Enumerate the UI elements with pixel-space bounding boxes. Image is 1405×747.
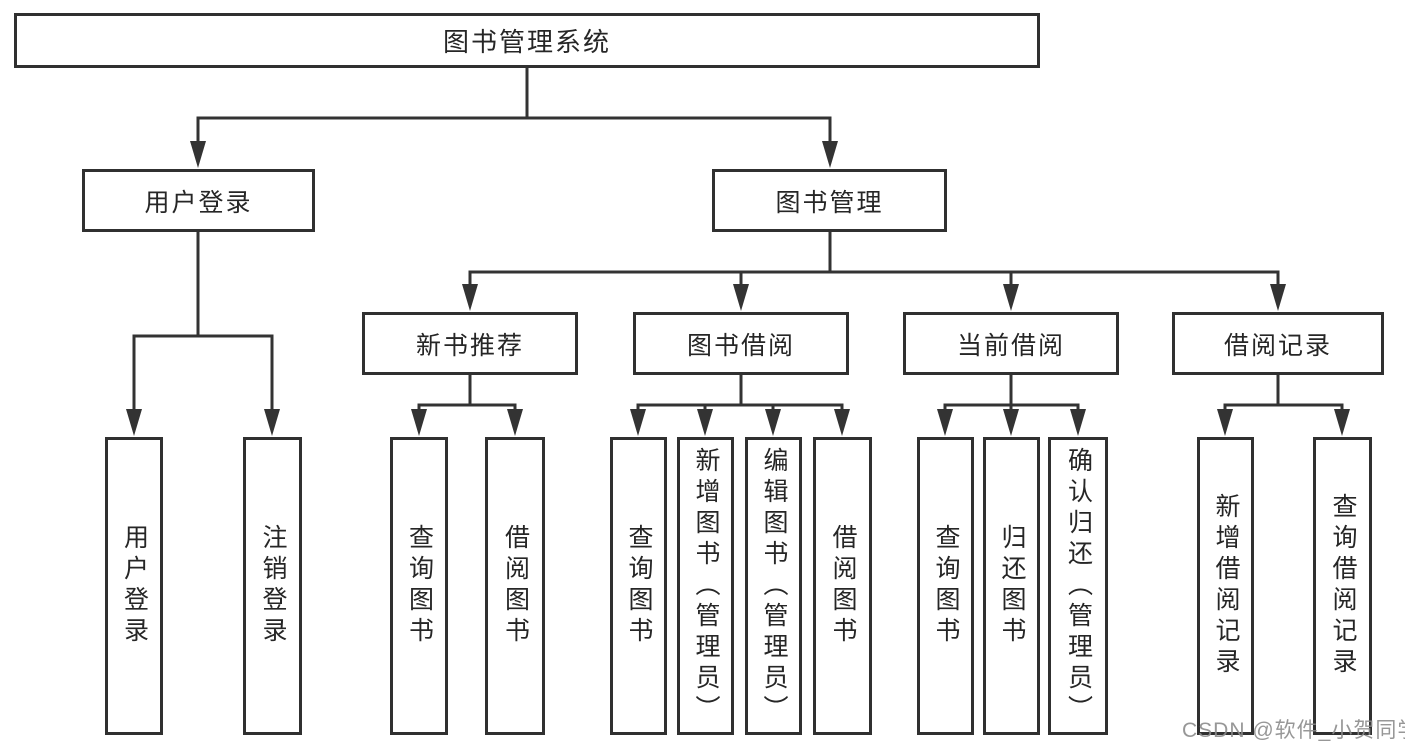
- arrowhead-icon: [733, 284, 749, 311]
- arrowhead-icon: [1003, 284, 1019, 311]
- arrowhead-icon: [834, 409, 850, 436]
- leaf-confirm-return-admin: 确认归还（管理员）: [1048, 437, 1108, 735]
- leaf-return-book: 归还图书: [983, 437, 1040, 735]
- arrowhead-icon: [630, 409, 646, 436]
- edge-new-book-recommend-to-leaves: [411, 375, 523, 436]
- node-borrow-records: 借阅记录: [1172, 312, 1384, 375]
- arrowhead-icon: [1003, 409, 1019, 436]
- node-book-management: 图书管理: [712, 169, 947, 232]
- arrowhead-icon: [507, 409, 523, 436]
- node-root-system: 图书管理系统: [14, 13, 1040, 68]
- leaf-query-borrow-record: 查询借阅记录: [1313, 437, 1372, 735]
- leaf-query-book-borrow: 查询图书: [610, 437, 667, 735]
- arrowhead-icon: [190, 141, 206, 168]
- edge-current-borrow-to-leaves: [937, 375, 1086, 436]
- leaf-add-book-admin: 新增图书（管理员）: [677, 437, 734, 735]
- leaf-user-login: 用户登录: [105, 437, 163, 735]
- arrowhead-icon: [765, 409, 781, 436]
- arrowhead-icon: [1334, 409, 1350, 436]
- arrowhead-icon: [1270, 284, 1286, 311]
- leaf-query-book-recommend: 查询图书: [390, 437, 448, 735]
- arrowhead-icon: [1217, 409, 1233, 436]
- leaf-logout: 注销登录: [243, 437, 302, 735]
- arrowhead-icon: [1070, 409, 1086, 436]
- node-user-login: 用户登录: [82, 169, 315, 232]
- arrowhead-icon: [937, 409, 953, 436]
- node-current-borrow: 当前借阅: [903, 312, 1119, 375]
- node-new-book-recommend: 新书推荐: [362, 312, 578, 375]
- csdn-watermark: CSDN @软件_小贺同学: [1182, 719, 1405, 742]
- node-book-borrow: 图书借阅: [633, 312, 849, 375]
- arrowhead-icon: [264, 409, 280, 436]
- leaf-edit-book-admin: 编辑图书（管理员）: [745, 437, 802, 735]
- arrowhead-icon: [462, 284, 478, 311]
- arrowhead-icon: [697, 409, 713, 436]
- leaf-query-book-current: 查询图书: [917, 437, 974, 735]
- edge-user-login-to-leaves: [126, 232, 280, 436]
- arrowhead-icon: [126, 409, 142, 436]
- arrowhead-icon: [411, 409, 427, 436]
- leaf-add-borrow-record: 新增借阅记录: [1197, 437, 1254, 735]
- leaf-borrow-book: 借阅图书: [813, 437, 872, 735]
- leaf-borrow-book-recommend: 借阅图书: [485, 437, 545, 735]
- edge-book-borrow-to-leaves: [630, 375, 850, 436]
- edge-root-to-level1: [190, 66, 838, 168]
- edge-book-management-to-level2: [462, 232, 1286, 311]
- arrowhead-icon: [822, 141, 838, 168]
- edge-borrow-records-to-leaves: [1217, 375, 1350, 436]
